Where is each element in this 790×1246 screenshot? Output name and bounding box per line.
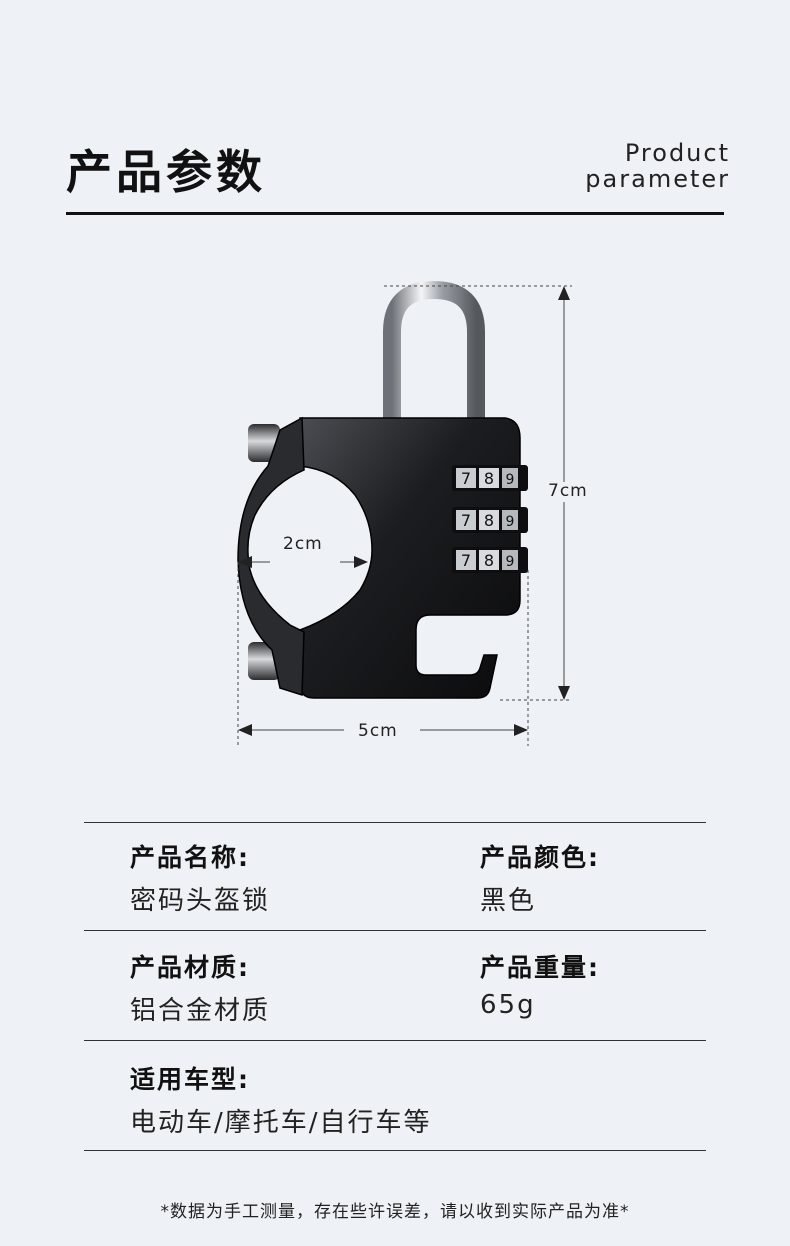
height-label: 7cm [548,481,588,501]
diameter-label: 2cm [283,534,323,554]
measurement-disclaimer: *数据为手工测量，存在些许误差，请以收到实际产品为准* [160,1202,630,1222]
dial-digit: 9 [506,514,515,530]
combination-dials: 7 8 9 7 8 9 7 8 9 [452,465,528,573]
product-material-label: 产品材质: [130,953,250,982]
spec-divider [84,1150,706,1151]
subtitle-line-1: Product [624,139,730,167]
subtitle-line-2: parameter [585,165,730,193]
dial-digit: 7 [461,551,471,570]
clamp-arm [237,416,305,697]
title-divider [66,212,724,215]
page-title: 产品参数 [66,145,266,199]
lock-product-figure: 7 8 9 7 8 9 7 8 9 [237,280,588,746]
dial-digit: 7 [461,469,471,488]
dial-row-2: 7 8 9 [452,507,528,533]
product-color-label: 产品颜色: [480,843,600,872]
spec-divider [84,930,706,931]
dial-digit: 9 [506,472,515,488]
dial-digit: 8 [484,511,494,530]
dial-digit: 8 [484,551,494,570]
product-color-value: 黑色 [480,886,537,916]
dial-digit: 8 [484,469,494,488]
width-label: 5cm [358,721,398,741]
dimension-guides [237,285,572,746]
product-name-value: 密码头盔锁 [130,886,271,916]
product-name-label: 产品名称: [130,843,250,872]
dial-row-3: 7 8 9 [452,547,528,573]
dial-digit: 9 [506,554,515,570]
vehicles-value: 电动车/摩托车/自行车等 [130,1108,432,1138]
shackle [383,280,485,420]
vehicles-label: 适用车型: [130,1065,250,1094]
spec-divider [84,822,706,823]
product-weight-label: 产品重量: [480,953,600,982]
product-material-value: 铝合金材质 [130,996,271,1026]
product-weight-value: 65g [480,990,536,1020]
page-subtitle-en: Product parameter [585,140,730,192]
dial-row-1: 7 8 9 [452,465,528,491]
dial-digit: 7 [461,511,471,530]
spec-divider [84,1040,706,1041]
